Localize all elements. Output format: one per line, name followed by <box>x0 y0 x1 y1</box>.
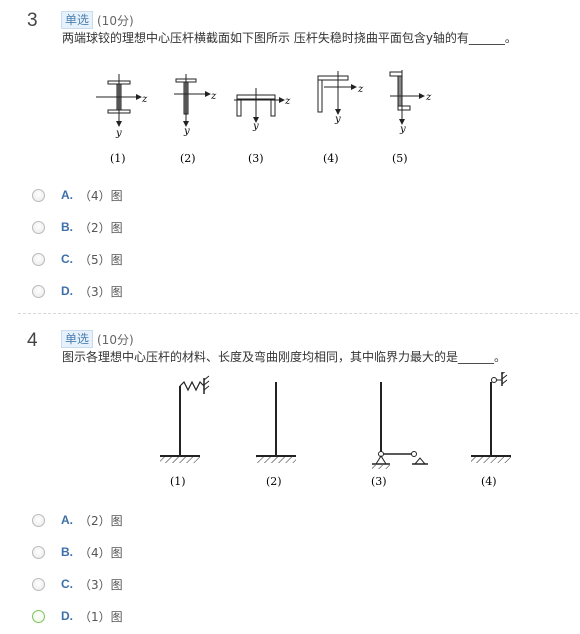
column-1 <box>160 375 210 463</box>
axis-z-label: z <box>210 91 217 102</box>
axis-z-label: z <box>284 96 291 107</box>
option-b[interactable]: B. （2）图 <box>32 218 123 236</box>
option-letter: B. <box>61 220 73 234</box>
axis-y-label: y <box>334 114 341 125</box>
axis-z-label: z <box>425 92 432 103</box>
option-text: （1）图 <box>79 609 123 624</box>
radio-button[interactable] <box>32 545 45 559</box>
question-number: 3 <box>27 10 38 31</box>
figure-label: (1) <box>110 152 126 165</box>
axis-y-label: y <box>115 128 122 139</box>
option-text: （3）图 <box>79 284 123 299</box>
question-divider <box>18 313 578 314</box>
axis-y-label: y <box>252 121 259 132</box>
axis-y-label: y <box>399 124 406 135</box>
figure-label: (3) <box>371 475 387 488</box>
column-2 <box>256 382 296 463</box>
section-2-t-beam: z y <box>174 74 217 137</box>
cross-section-figure: z y z y z y z y z y (1) (2) <box>96 70 432 165</box>
option-d[interactable]: D. （3）图 <box>32 282 123 300</box>
option-c[interactable]: C. （5）图 <box>32 250 123 268</box>
figure-label: (4) <box>323 152 339 165</box>
option-letter: B. <box>61 545 73 559</box>
section-4-angle: z y <box>317 71 364 125</box>
option-text: （4）图 <box>79 188 123 203</box>
question-score: (10分) <box>97 333 134 347</box>
option-text: （2）图 <box>79 220 123 235</box>
axis-y-label: y <box>183 126 190 137</box>
axis-z-label: z <box>141 94 148 105</box>
radio-button[interactable] <box>32 577 45 591</box>
option-b[interactable]: B. （4）图 <box>32 543 123 561</box>
question-number: 4 <box>27 330 38 351</box>
option-letter: D. <box>61 609 73 623</box>
option-letter: A. <box>61 513 73 527</box>
radio-button[interactable] <box>32 252 45 266</box>
column-support-figure: (1) (2) (3) (4) <box>160 372 511 488</box>
option-text: （4）图 <box>79 545 123 560</box>
figure-label: (1) <box>170 475 186 488</box>
column-4 <box>471 372 511 463</box>
figure-label: (4) <box>481 475 497 488</box>
option-d[interactable]: D. （1）图 <box>32 607 123 625</box>
option-text: （5）图 <box>79 252 123 267</box>
radio-button[interactable] <box>32 513 45 527</box>
section-1-i-beam: z y <box>96 74 148 139</box>
figure-label: (2) <box>266 475 282 488</box>
option-a[interactable]: A. （4）图 <box>32 186 123 204</box>
question-score: (10分) <box>97 14 134 28</box>
option-letter: D. <box>61 284 73 298</box>
radio-button[interactable] <box>32 220 45 234</box>
section-3-channel: z y <box>234 88 291 132</box>
question-type-badge: 单选 <box>61 11 94 29</box>
option-letter: C. <box>61 577 73 591</box>
option-letter: C. <box>61 252 73 266</box>
radio-button[interactable] <box>32 284 45 298</box>
figure-label: (5) <box>392 152 408 165</box>
axis-z-label: z <box>357 84 364 95</box>
option-a[interactable]: A. （2）图 <box>32 511 123 529</box>
option-text: （3）图 <box>79 577 123 592</box>
question-type-badge: 单选 <box>61 330 94 348</box>
question-text: 图示各理想中心压杆的材料、长度及弯曲刚度均相同，其中临界力最大的是______。 <box>62 350 507 364</box>
radio-button[interactable] <box>32 188 45 202</box>
option-c[interactable]: C. （3）图 <box>32 575 123 593</box>
radio-button[interactable] <box>32 609 45 623</box>
figure-label: (2) <box>180 152 196 165</box>
column-3 <box>372 382 428 469</box>
question-text: 两端球铰的理想中心压杆横截面如下图所示 压杆失稳时挠曲平面包含y轴的有_____… <box>62 31 517 45</box>
section-5-channel: z y <box>389 70 432 135</box>
figure-label: (3) <box>248 152 264 165</box>
option-text: （2）图 <box>79 513 123 528</box>
option-letter: A. <box>61 188 73 202</box>
